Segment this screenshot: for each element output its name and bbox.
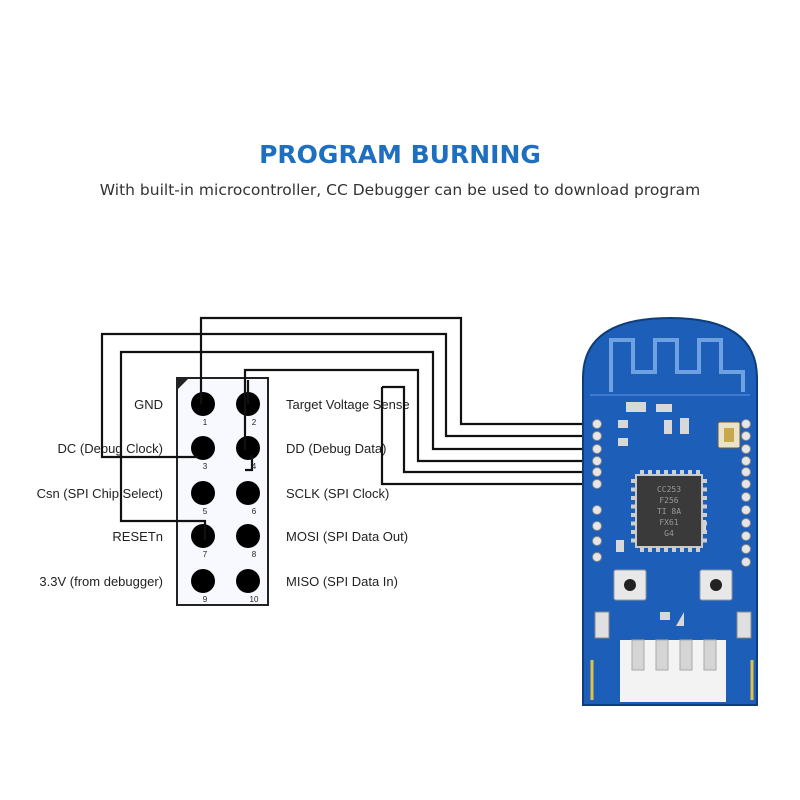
board-pad-left	[592, 419, 602, 429]
connector-pin	[679, 639, 693, 671]
header-pin-7	[191, 524, 215, 548]
pin-number: 4	[252, 462, 257, 471]
board-pad-left	[592, 431, 602, 441]
pin-number: 9	[203, 595, 208, 604]
pin-label-right: DD (Debug Data)	[286, 441, 386, 456]
connector-pin	[655, 639, 669, 671]
chip-marking-line: CC253	[657, 485, 681, 494]
smd-component	[626, 402, 646, 412]
pin-number: 8	[252, 550, 257, 559]
pin-label-right: SCLK (SPI Clock)	[286, 486, 389, 501]
header-pin-6	[236, 481, 260, 505]
wire-ext-1	[380, 387, 597, 486]
pin-label-left: Csn (SPI Chip Select)	[37, 486, 163, 501]
pin-label-right: Target Voltage Sense	[286, 397, 410, 412]
board-pad-right	[741, 557, 751, 567]
board-pad-right	[741, 544, 751, 554]
chip-marking-line: G4	[664, 529, 674, 538]
board-pad-right	[741, 505, 751, 515]
page-subtitle: With built-in microcontroller, CC Debugg…	[99, 181, 701, 199]
pin-label-right: MISO (SPI Data In)	[286, 574, 398, 589]
chip-marking-line: TI 8A	[657, 507, 681, 516]
pin1-key-notch	[177, 378, 189, 390]
pin-number: 1	[203, 418, 208, 427]
header-pin-3	[191, 436, 215, 460]
pin-number: 2	[252, 418, 257, 427]
header-pin-10	[236, 569, 260, 593]
pin-number: 6	[252, 507, 257, 516]
wire-sclk-route	[382, 385, 597, 474]
connector-pin	[631, 639, 645, 671]
board-pad-right	[741, 444, 751, 454]
led-left	[594, 611, 610, 639]
header-pin-4	[236, 436, 260, 460]
header-pin-9	[191, 569, 215, 593]
pin-label-left: GND	[134, 397, 163, 412]
chip-marking-line: FX61	[659, 518, 678, 527]
header-pin-5	[191, 481, 215, 505]
pin-number: 5	[203, 507, 208, 516]
header-pin-8	[236, 524, 260, 548]
pin-label-right: MOSI (SPI Data Out)	[286, 529, 408, 544]
board-pad-left	[592, 505, 602, 515]
pin-label-left: RESETn	[112, 529, 163, 544]
board-pad-right	[741, 419, 751, 429]
board-pad-right	[741, 456, 751, 466]
board-pad-left	[592, 521, 602, 531]
pin-label-left: 3.3V (from debugger)	[39, 574, 163, 589]
pin-label-left: DC (Debug Clock)	[58, 441, 163, 456]
page-title: PROGRAM BURNING	[259, 140, 541, 169]
board-pad-left	[592, 444, 602, 454]
led-right	[736, 611, 752, 639]
connector-pin	[703, 639, 717, 671]
wire-gnd	[199, 316, 597, 426]
board-pad-left	[592, 456, 602, 466]
pin-number: 3	[203, 462, 208, 471]
board-pad-left	[592, 479, 602, 489]
wire-dc	[100, 332, 597, 459]
mcu-chip	[635, 474, 703, 548]
board-pad-right	[741, 479, 751, 489]
pin-number: 7	[203, 550, 208, 559]
pin-number: 10	[250, 595, 259, 604]
board-pad-right	[741, 518, 751, 528]
board-pad-right	[741, 467, 751, 477]
wire-dd	[243, 368, 597, 472]
board-pad-right	[741, 431, 751, 441]
board-pad-right	[741, 492, 751, 502]
chip-marking-line: F256	[659, 496, 678, 505]
wire-reset	[119, 350, 597, 540]
wiring	[100, 316, 597, 540]
board-pad-left	[592, 552, 602, 562]
board-pad-left	[592, 467, 602, 477]
header-pin-1	[191, 392, 215, 416]
board-pad-left	[592, 536, 602, 546]
antenna-trace	[609, 338, 745, 392]
board-pad-right	[741, 531, 751, 541]
